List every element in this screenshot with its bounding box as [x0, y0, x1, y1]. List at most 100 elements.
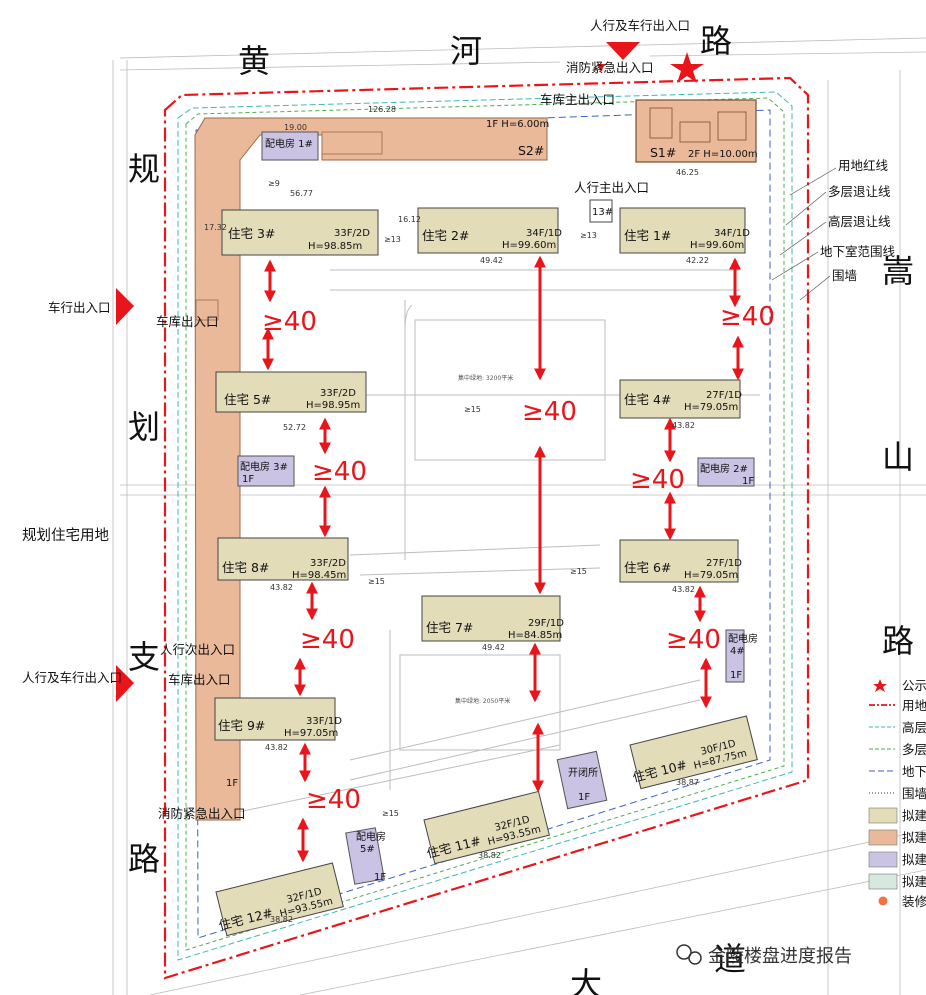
legend-label-6: 围墙	[902, 786, 926, 801]
tower-4-spec: 27F/1D	[706, 390, 742, 401]
dim-8: 49.42	[482, 643, 505, 652]
tower-5	[215, 371, 367, 413]
tower-4-height: H=79.05m	[684, 402, 738, 413]
tower-6-name: 住宅 6#	[624, 560, 671, 575]
p1-label: 配电房 1#	[265, 137, 313, 150]
dist-3-5: ≥40	[262, 307, 317, 337]
s1-label: S1#	[650, 145, 676, 160]
p2-floor: 1F	[742, 476, 754, 487]
dim-19: ≥13	[384, 235, 401, 244]
road-east-3: 路	[882, 622, 914, 660]
legend-label-11: 装修	[902, 894, 926, 909]
kaibisuo	[556, 750, 608, 810]
land-label: 规划住宅用地	[22, 527, 109, 544]
green-area-1: 集中绿地: 3200平米	[458, 374, 513, 382]
tower-12	[215, 862, 344, 937]
green-area-2: 集中绿地: 2050平米	[455, 697, 510, 705]
tower-3-name: 住宅 3#	[228, 226, 275, 241]
tower-1	[619, 207, 746, 254]
setback-line-high	[177, 91, 793, 961]
p3-floor: 1F	[242, 474, 254, 485]
road-west-4: 路	[128, 840, 160, 878]
watermark-text: 金陵楼盘进度报告	[708, 946, 852, 967]
tower-8	[217, 537, 349, 581]
tower-5-height: H=98.95m	[306, 400, 360, 411]
gate-north-fire: 消防紧急出入口	[566, 60, 654, 75]
dist-2-7: ≥40	[522, 397, 577, 427]
dim-2: 49.42	[480, 256, 503, 265]
dim-11: 38.82	[478, 851, 501, 860]
dim-21: ≥9	[268, 179, 280, 188]
legend-label-8: 拟建	[902, 830, 926, 845]
road-east-1: 嵩	[882, 252, 914, 290]
label-basement: 地下室范围线	[820, 244, 896, 259]
tower-1-name: 住宅 1#	[624, 228, 671, 243]
dim-1: 56.77	[290, 189, 313, 198]
p2-label: 配电房 2#	[700, 462, 748, 475]
p5-label: 配电房	[356, 830, 386, 843]
gate-pedestrian-main: 人行主出入口	[574, 180, 649, 195]
tower-9	[214, 697, 336, 741]
legend-label-5: 地下	[902, 764, 926, 779]
dist-5-8: ≥40	[312, 457, 367, 487]
distance-arrows	[262, 255, 744, 863]
dim-3: 42.22	[686, 256, 709, 265]
tower-10	[629, 715, 758, 790]
tower-2-height: H=99.60m	[502, 240, 556, 251]
label-high-setback: 高层退让线	[828, 214, 891, 229]
legend-pale	[868, 807, 898, 824]
p5-num: 5#	[360, 844, 375, 855]
fire-gate-marker	[597, 64, 605, 72]
road-lines	[112, 37, 926, 995]
tower-3	[221, 209, 379, 256]
road-west-2: 划	[128, 408, 160, 446]
p5-floor: 1F	[374, 872, 386, 883]
distance-labels: ≥40 ≥40 ≥40 ≥40 ≥40 ≥40 ≥40 ≥40	[262, 302, 775, 815]
road-north-1: 黄	[238, 42, 270, 80]
legend-label-7: 拟建	[902, 808, 926, 823]
label-multi-setback: 多层退让线	[828, 184, 891, 199]
tower-8-spec: 33F/2D	[310, 558, 346, 569]
gate-west-ped-vehicle: 人行及车行出入口	[22, 670, 122, 685]
tower-7-spec: 29F/1D	[528, 618, 564, 629]
dim-10: 38.87	[676, 778, 699, 787]
road-west-1: 规	[128, 150, 160, 188]
legend-label-3: 高层	[902, 720, 926, 735]
tower-1-height: H=99.60m	[690, 240, 744, 251]
dim-23: ≥15	[570, 567, 587, 576]
dim-15: 19.00	[284, 123, 307, 132]
s2-label: S2#	[518, 143, 544, 158]
gate-north-main: 人行及车行出入口	[590, 18, 690, 33]
tower-9-height: H=97.05m	[284, 728, 338, 739]
gate-west-garage-2: 车库出入口	[168, 672, 231, 687]
road-south-1: 大	[570, 965, 602, 995]
tower-6-spec: 27F/1D	[706, 558, 742, 569]
dist-6-10: ≥40	[666, 625, 721, 655]
dim-4: 52.72	[283, 423, 306, 432]
substation-3	[237, 455, 295, 487]
road-names: 黄 河 路 规 划 支 路 嵩 山 路 大 道	[128, 22, 914, 995]
watermark: 金陵楼盘进度报告	[676, 944, 852, 967]
tower-labels: 住宅 3# 33F/2D H=98.85m 住宅 2# 34F/1D H=99.…	[218, 226, 750, 739]
tower-3-spec: 33F/2D	[334, 228, 370, 239]
north-gate-triangle	[606, 42, 640, 60]
tower-6-height: H=79.05m	[684, 570, 738, 581]
p3-label: 配电房 3#	[240, 460, 288, 473]
dim-20: ≥13	[580, 231, 597, 240]
legend-star-icon	[873, 679, 887, 692]
substation-4	[725, 629, 745, 683]
road-east-2: 山	[882, 438, 914, 476]
dist-8-9: ≥40	[300, 625, 355, 655]
setback-line-multi	[185, 97, 785, 951]
road-west-3: 支	[128, 638, 160, 676]
p4-floor: 1F	[730, 670, 742, 681]
wechat-icon-2	[688, 951, 702, 965]
tower-6	[619, 539, 739, 583]
dim-16: 16.12	[398, 215, 421, 224]
rotated-towers	[215, 715, 758, 937]
legend-purple	[868, 851, 898, 868]
legend-green	[868, 873, 898, 890]
dim-9: 43.82	[265, 743, 288, 752]
tower-2-spec: 34F/1D	[526, 228, 562, 239]
dimensions: 56.77 49.42 42.22 52.72 43.82 43.82 43.8…	[204, 105, 709, 924]
